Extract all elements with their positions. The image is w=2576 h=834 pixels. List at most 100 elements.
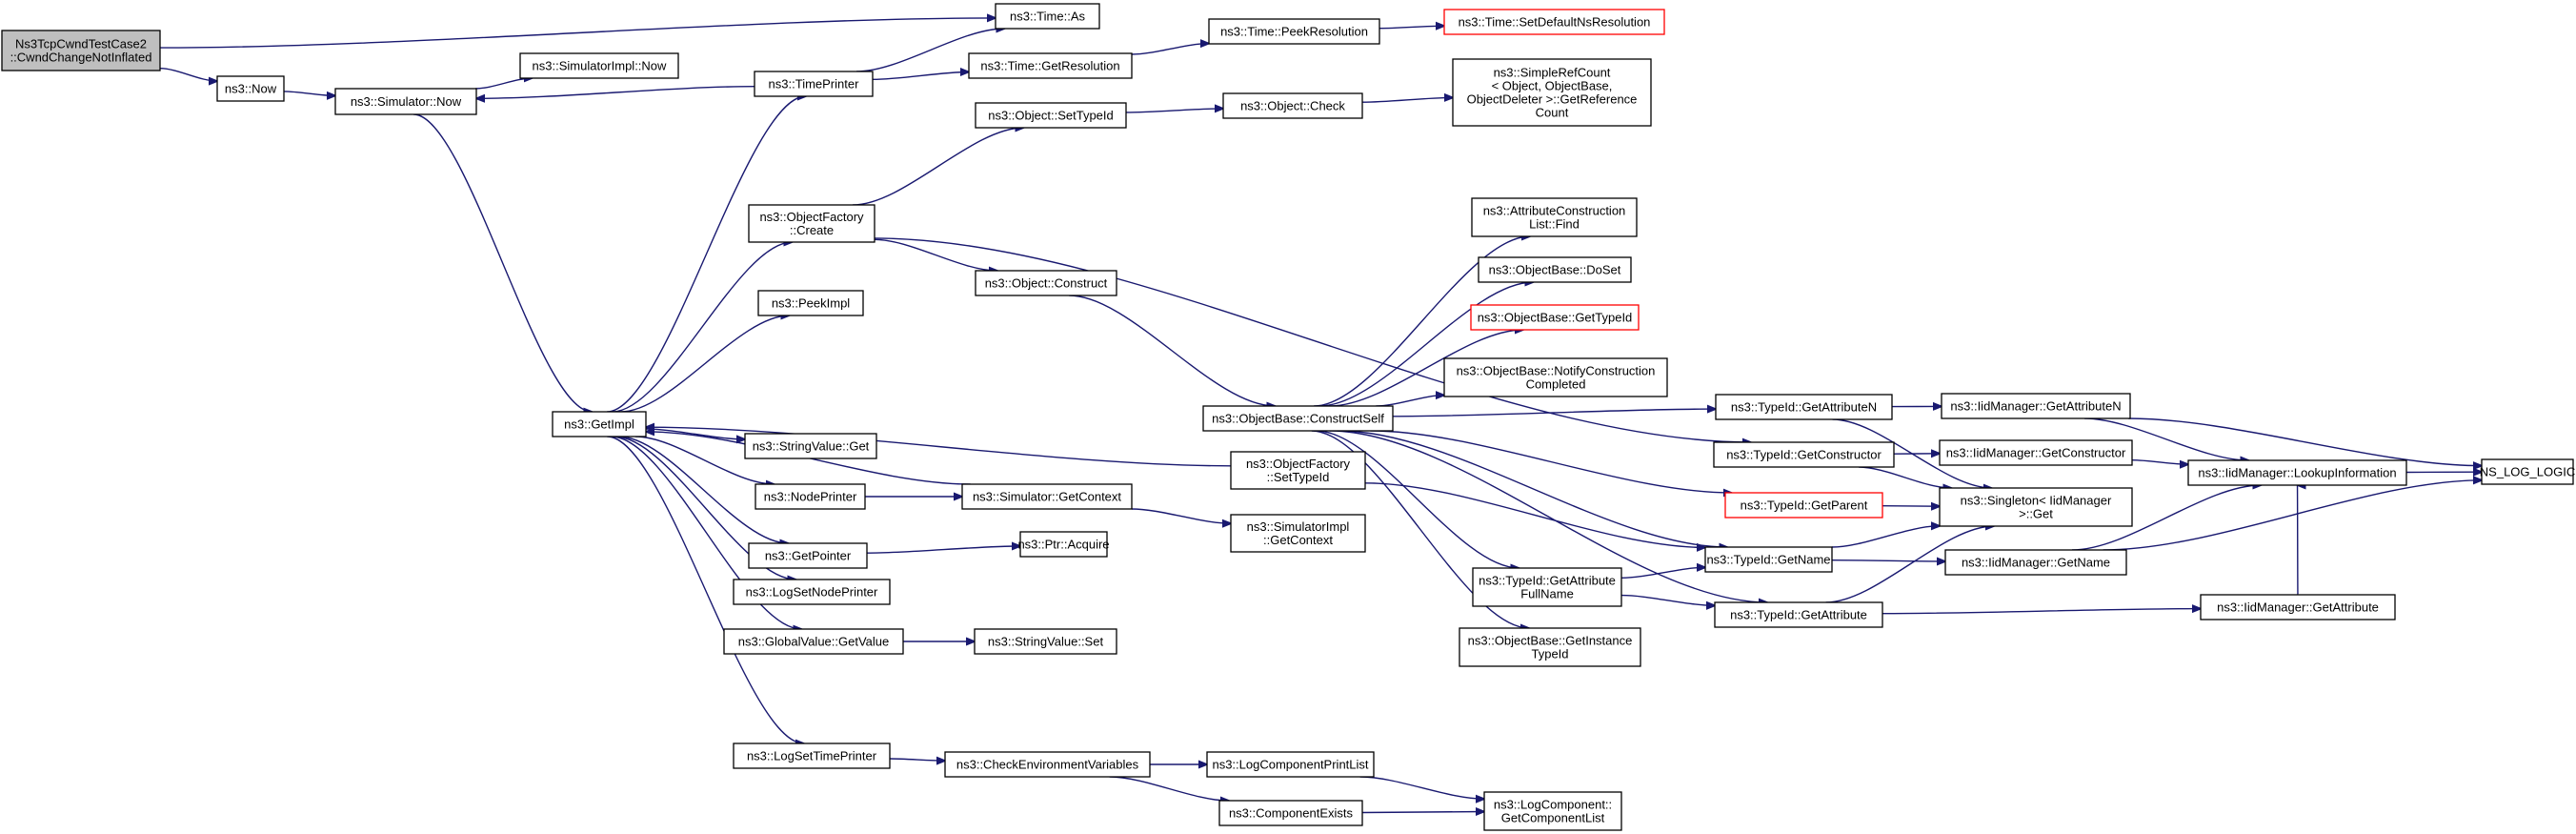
- node-logcompprint[interactable]: ns3::LogComponentPrintList: [1206, 751, 1375, 778]
- node-ob_gettypeid[interactable]: ns3::ObjectBase::GetTypeId: [1470, 304, 1640, 331]
- node-logtimeprinter[interactable]: ns3::LogSetTimePrinter: [733, 742, 891, 769]
- edge-getimpl-to-timeprinter: [607, 96, 806, 413]
- node-simimpl_getctx[interactable]: ns3::SimulatorImpl::GetContext: [1230, 514, 1366, 553]
- node-gv_getvalue[interactable]: ns3::GlobalValue::GetValue: [723, 628, 904, 655]
- node-obj_construct[interactable]: ns3::Object::Construct: [975, 270, 1117, 296]
- node-time_as[interactable]: ns3::Time::As: [995, 3, 1100, 30]
- node-box: [1478, 256, 1632, 283]
- node-getcomplist[interactable]: ns3::LogComponent::GetComponentList: [1483, 791, 1622, 831]
- node-box: [1714, 601, 1883, 628]
- node-setdefres[interactable]: ns3::Time::SetDefaultNsResolution: [1443, 9, 1665, 35]
- node-label: FullName: [1520, 587, 1574, 601]
- node-box: [1483, 791, 1622, 831]
- node-label: List::Find: [1529, 217, 1580, 232]
- node-peekimpl[interactable]: ns3::PeekImpl: [757, 290, 864, 316]
- edge-getimpl-to-getpointer: [618, 436, 789, 543]
- node-label: ns3::ObjectBase::ConstructSelf: [1212, 412, 1384, 426]
- node-label: ns3::TypeId::GetAttribute: [1730, 608, 1867, 622]
- node-peekres[interactable]: ns3::Time::PeekResolution: [1208, 18, 1380, 45]
- edge-peekres-to-setdefres: [1379, 26, 1444, 29]
- node-box: [1452, 58, 1652, 127]
- node-tid_getparent[interactable]: ns3::TypeId::GetParent: [1724, 492, 1883, 519]
- edge-tid_getconstr-to-singleton: [1859, 466, 1951, 488]
- node-box: [1222, 92, 1363, 119]
- node-label: ObjectDeleter >::GetReference: [1467, 92, 1638, 107]
- edge-getimpl-to-sv_get: [645, 428, 745, 439]
- node-getpointer[interactable]: ns3::GetPointer: [748, 542, 868, 569]
- node-ns_log_logic[interactable]: NS_LOG_LOGIC: [2480, 458, 2575, 485]
- node-iid_getattrn[interactable]: ns3::IidManager::GetAttributeN: [1941, 393, 2131, 419]
- edge-logcompprint-to-getcomplist: [1359, 776, 1484, 799]
- node-simimpl_now[interactable]: ns3::SimulatorImpl::Now: [519, 52, 679, 79]
- node-label: ns3::TimePrinter: [769, 77, 860, 92]
- node-doset[interactable]: ns3::ObjectBase::DoSet: [1478, 256, 1632, 283]
- node-lognodeprinter[interactable]: ns3::LogSetNodePrinter: [733, 579, 891, 605]
- node-timeprinter[interactable]: ns3::TimePrinter: [754, 71, 874, 97]
- node-label: ns3::TypeId::GetAttribute: [1479, 574, 1616, 588]
- node-iid_lookup[interactable]: ns3::IidManager::LookupInformation: [2187, 459, 2407, 486]
- node-ptr_acquire[interactable]: ns3::Ptr::Acquire: [1017, 531, 1110, 558]
- edge-constructself-to-tid_getname: [1338, 430, 1727, 547]
- node-sv_get[interactable]: ns3::StringValue::Get: [744, 433, 877, 459]
- node-label: Ns3TcpCwndTestCase2: [15, 37, 147, 51]
- node-label: ns3::Time::As: [1010, 10, 1085, 24]
- node-notifyconstr[interactable]: ns3::ObjectBase::NotifyConstructionCompl…: [1443, 357, 1668, 397]
- edge-checkenv-to-compexists: [1109, 776, 1229, 801]
- node-getimpl[interactable]: ns3::GetImpl: [552, 411, 647, 437]
- node-label: ns3::NodePrinter: [764, 490, 857, 504]
- node-label: ns3::ObjectBase::DoSet: [1489, 263, 1621, 277]
- node-label: TypeId: [1531, 647, 1568, 661]
- node-box: [995, 3, 1100, 30]
- node-singleton[interactable]: ns3::Singleton< IidManager>::Get: [1939, 487, 2133, 527]
- node-label: ns3::Ptr::Acquire: [1017, 538, 1109, 552]
- node-tid_getattrn[interactable]: ns3::TypeId::GetAttributeN: [1715, 394, 1893, 420]
- node-label: ns3::IidManager::LookupInformation: [2198, 466, 2396, 480]
- node-of_settypeid[interactable]: ns3::ObjectFactory::SetTypeId: [1230, 451, 1366, 490]
- node-box: [1202, 405, 1394, 432]
- edge-compexists-to-getcomplist: [1361, 812, 1484, 813]
- edge-constructself-to-tid_getparent: [1370, 430, 1731, 493]
- node-tid_getattr[interactable]: ns3::TypeId::GetAttribute: [1714, 601, 1883, 628]
- node-iid_getattr[interactable]: ns3::IidManager::GetAttribute: [2200, 594, 2396, 620]
- node-box: [1019, 531, 1108, 558]
- node-checkenv[interactable]: ns3::CheckEnvironmentVariables: [944, 751, 1151, 778]
- edge-getimpl-to-lognodeprinter: [614, 436, 796, 580]
- node-sv_set[interactable]: ns3::StringValue::Set: [974, 628, 1117, 655]
- node-label: ns3::Object::SetTypeId: [988, 109, 1114, 123]
- node-settypeid[interactable]: ns3::Object::SetTypeId: [975, 102, 1127, 129]
- node-label: ::CwndChangeNotInflated: [10, 51, 152, 65]
- node-tid_getname[interactable]: ns3::TypeId::GetName: [1704, 546, 1833, 573]
- node-root[interactable]: Ns3TcpCwndTestCase2::CwndChangeNotInflat…: [1, 30, 161, 71]
- node-nodeprinter[interactable]: ns3::NodePrinter: [755, 483, 866, 510]
- node-box: [1230, 514, 1366, 553]
- node-of_create[interactable]: ns3::ObjectFactory::Create: [748, 204, 875, 243]
- node-iid_getconstr[interactable]: ns3::IidManager::GetConstructor: [1939, 439, 2133, 466]
- edge-sim_getctx-to-simimpl_getctx: [1131, 508, 1231, 523]
- node-compexists[interactable]: ns3::ComponentExists: [1218, 800, 1363, 826]
- edge-constructself-to-doset: [1318, 282, 1534, 407]
- edge-getres-to-peekres: [1131, 44, 1209, 55]
- node-label: Count: [1536, 106, 1569, 120]
- node-box: [733, 742, 891, 769]
- node-objcheck[interactable]: ns3::Object::Check: [1222, 92, 1363, 119]
- node-refcount[interactable]: ns3::SimpleRefCount< Object, ObjectBase,…: [1452, 58, 1652, 127]
- node-box: [974, 628, 1117, 655]
- node-label: ::Create: [790, 223, 834, 237]
- edge-iid_getattr-to-iid_lookup: [2298, 485, 2299, 596]
- node-iid_getname[interactable]: ns3::IidManager::GetName: [1944, 549, 2127, 576]
- node-box: [748, 542, 868, 569]
- node-label: ns3::ObjectBase::NotifyConstruction: [1457, 364, 1656, 378]
- node-now[interactable]: ns3::Now: [216, 75, 285, 102]
- node-sim_getctx[interactable]: ns3::Simulator::GetContext: [961, 483, 1133, 510]
- node-constructself[interactable]: ns3::ObjectBase::ConstructSelf: [1202, 405, 1394, 432]
- node-sim_now[interactable]: ns3::Simulator::Now: [334, 88, 477, 115]
- node-getres[interactable]: ns3::Time::GetResolution: [968, 52, 1133, 79]
- edge-constructself-to-notifyconstr: [1376, 396, 1444, 407]
- node-label: ::SetTypeId: [1267, 470, 1330, 484]
- edge-iid_getname-to-ns_log_logic: [2103, 480, 2482, 551]
- node-tid_getconstr[interactable]: ns3::TypeId::GetConstructor: [1713, 441, 1895, 468]
- node-box: [754, 71, 874, 97]
